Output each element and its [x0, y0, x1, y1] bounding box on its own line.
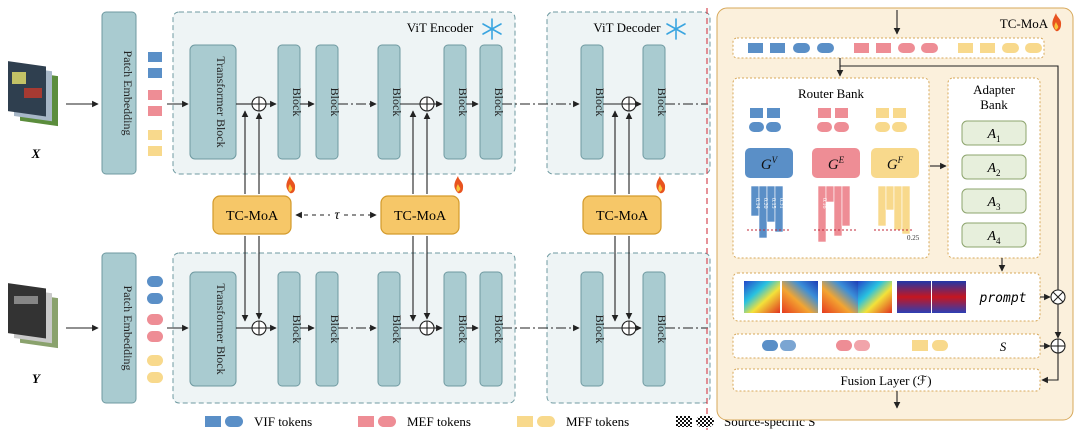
block-label: Block [655, 315, 669, 344]
block-label: Block [492, 315, 506, 344]
block-top-4: Block [443, 44, 470, 160]
snowflake-icon [666, 18, 686, 40]
block-top-5: Block [479, 44, 506, 160]
block-bottom-6: Block [580, 271, 607, 387]
router-weights-f: 0.25 [874, 185, 920, 242]
block-label: Block [593, 88, 607, 117]
connections-top [167, 96, 708, 112]
patch-embedding-top: Patch Embedding [101, 11, 137, 175]
svg-text:A2: A2 [986, 161, 1000, 178]
fusion-layer: Fusion Layer (ℱ) [732, 368, 1041, 392]
block-bottom-7: Block [642, 271, 669, 387]
block-bottom-4: Block [443, 271, 470, 387]
s-label: S [1000, 339, 1007, 354]
block-label: Block [456, 88, 470, 117]
svg-text:0.15: 0.15 [770, 198, 776, 209]
vit-encoder-title: ViT Encoder [407, 20, 474, 35]
transformer-block-label: Transformer Block [214, 283, 228, 374]
svg-text:A4: A4 [986, 229, 1001, 246]
block-label: Block [593, 315, 607, 344]
prompt-row: prompt [732, 272, 1041, 322]
router-gf [871, 148, 919, 178]
block-top-1: Block [277, 44, 304, 160]
tc-moa-label: TC-MoA [596, 209, 649, 224]
block-top-3: Block [377, 44, 404, 160]
svg-text:0.16: 0.16 [821, 198, 827, 209]
adapter-bank-title-1: Adapter [973, 82, 1016, 97]
prompt-label: prompt [979, 291, 1027, 306]
transformer-block-bottom: Transformer Block [189, 271, 237, 387]
block-label: Block [328, 315, 342, 344]
input-image-x [8, 61, 58, 127]
block-label: Block [328, 88, 342, 117]
block-label: Block [456, 315, 470, 344]
panel-title: TC-MoA [1000, 16, 1049, 31]
block-label: Block [390, 315, 404, 344]
tc-moa-label: TC-MoA [394, 209, 447, 224]
flame-icon [286, 176, 296, 194]
block-bottom-3: Block [377, 271, 404, 387]
vit-decoder-title: ViT Decoder [593, 20, 661, 35]
block-bottom-2: Block [315, 271, 342, 387]
block-bottom-1: Block [277, 271, 304, 387]
input-y-label: Y [32, 371, 41, 386]
adapter-bank: Adapter Bank A1 A2 A3 A4 [947, 77, 1041, 259]
block-top-7: Block [642, 44, 669, 160]
tau-label: τ [334, 208, 340, 223]
flame-icon [454, 176, 464, 194]
panel-token-row [732, 37, 1045, 59]
input-x-label: X [31, 146, 41, 161]
token-stack-bottom [147, 276, 163, 383]
s-row: S [732, 333, 1041, 359]
tc-moa-module-3: TC-MoA [582, 195, 662, 235]
tc-moa-module-2: TC-MoA [380, 195, 460, 235]
token-stack-top [148, 52, 162, 156]
fusion-layer-label: Fusion Layer (ℱ) [840, 373, 931, 388]
router-bank-title: Router Bank [798, 86, 865, 101]
svg-text:0.31: 0.31 [778, 198, 784, 209]
add-operator [1040, 304, 1066, 384]
svg-text:A1: A1 [986, 127, 1000, 144]
snowflake-icon [482, 18, 502, 40]
connections-bottom [167, 320, 708, 336]
module-links [241, 110, 633, 322]
router-bank: Router Bank GV GE GF 0.14 0.20 0.15 0.31 [732, 77, 930, 259]
block-label: Block [655, 88, 669, 117]
block-top-6: Block [580, 44, 607, 160]
svg-text:0.20: 0.20 [762, 198, 768, 209]
adapter-bank-title-2: Bank [980, 97, 1008, 112]
block-label: Block [290, 315, 304, 344]
block-label: Block [492, 88, 506, 117]
block-label: Block [390, 88, 404, 117]
svg-text:GV: GV [761, 155, 779, 173]
svg-text:0.14: 0.14 [754, 198, 760, 209]
patch-embedding-label: Patch Embedding [121, 51, 135, 136]
patch-embedding-bottom: Patch Embedding [101, 252, 137, 404]
router-ge [812, 148, 860, 178]
tc-moa-module-1: TC-MoA [212, 195, 292, 235]
route-to-multiply [839, 58, 1059, 290]
flame-icon [1052, 13, 1062, 32]
block-label: Block [290, 88, 304, 117]
svg-text:GE: GE [828, 155, 845, 173]
flame-icon [656, 176, 666, 194]
patch-embedding-label: Patch Embedding [121, 286, 135, 371]
legend-vif: VIF tokens [254, 414, 312, 429]
tc-moa-label: TC-MoA [226, 209, 279, 224]
block-top-2: Block [315, 44, 342, 160]
router-weights-e: 0.16 [814, 185, 856, 243]
input-image-y [8, 283, 58, 349]
transformer-block-label: Transformer Block [214, 56, 228, 147]
router-gv [745, 148, 793, 178]
transformer-block-top: Transformer Block [189, 44, 237, 160]
legend-mff: MFF tokens [566, 414, 629, 429]
multiply-operator [1040, 289, 1066, 305]
block-bottom-5: Block [479, 271, 506, 387]
threshold-label: 0.25 [907, 234, 920, 242]
legend-mef: MEF tokens [407, 414, 471, 429]
router-weights-v: 0.14 0.20 0.15 0.31 [747, 185, 790, 239]
svg-text:A3: A3 [986, 195, 1001, 212]
svg-text:GF: GF [887, 155, 904, 173]
